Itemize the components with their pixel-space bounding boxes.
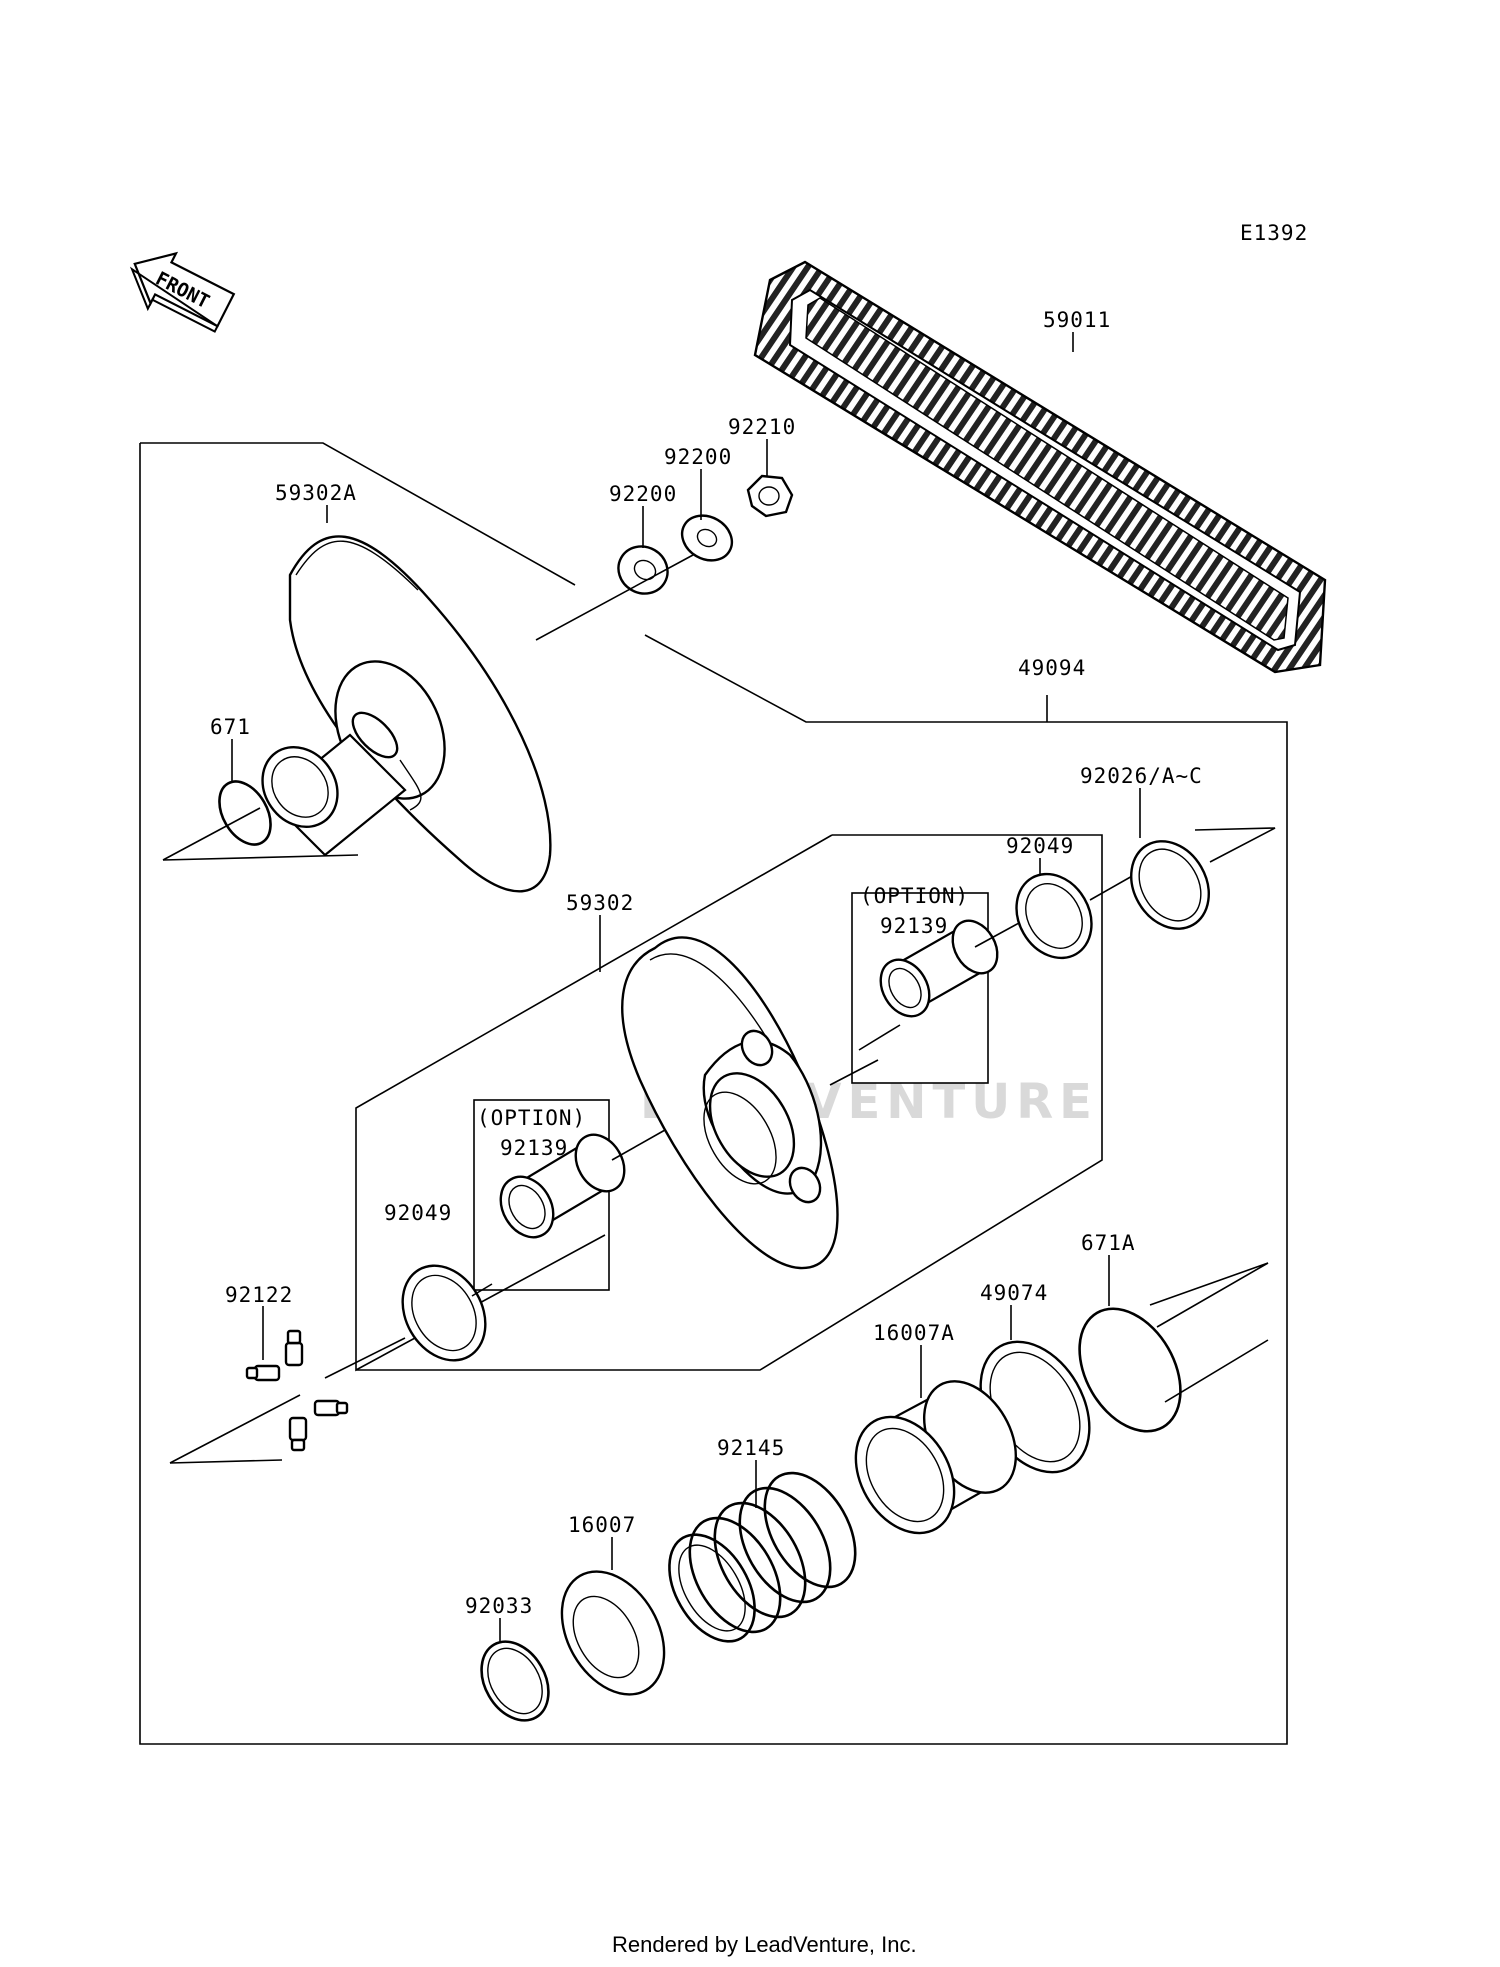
label-option-upper: (OPTION) <box>860 884 969 908</box>
footer-credit: Rendered by LeadVenture, Inc. <box>612 1932 917 1957</box>
label-16007a: 16007A <box>873 1321 955 1345</box>
nut-92210 <box>746 474 794 518</box>
label-59011: 59011 <box>1043 308 1111 332</box>
label-59302: 59302 <box>566 891 634 915</box>
cam-16007a <box>854 1380 1018 1535</box>
o-ring-671 <box>218 780 272 846</box>
diagram-code: E1392 <box>1240 221 1308 245</box>
circlip-92033 <box>480 1640 550 1722</box>
shim-92026 <box>1130 840 1210 930</box>
label-option-lower: (OPTION) <box>477 1106 586 1130</box>
label-92049-lower: 92049 <box>384 1201 452 1225</box>
label-92026: 92026/A~C <box>1080 764 1203 788</box>
label-671: 671 <box>210 715 251 739</box>
part-labels: 59011 92210 92200 92200 59302A 49094 671… <box>210 308 1203 1618</box>
label-59302a: 59302A <box>275 481 357 505</box>
label-16007: 16007 <box>568 1513 636 1537</box>
pins-92122 <box>245 1329 349 1452</box>
label-92200-lower: 92200 <box>609 482 677 506</box>
bushing-92139-lower <box>499 1133 626 1239</box>
movable-sheave-59302 <box>621 936 839 1270</box>
fixed-sheave-59302a <box>261 535 552 893</box>
sheave-outline-lower <box>356 834 1103 1371</box>
label-92122: 92122 <box>225 1283 293 1307</box>
assembly-outline-49094 <box>139 443 1288 1745</box>
seal-92049-lower <box>401 1264 487 1362</box>
label-92210: 92210 <box>728 415 796 439</box>
option-box-upper <box>851 892 989 1084</box>
seal-92049-upper <box>1015 872 1093 960</box>
label-92200-upper: 92200 <box>664 445 732 469</box>
label-92139-upper: 92139 <box>880 914 948 938</box>
bearing-16007 <box>560 1570 666 1696</box>
drive-belt <box>753 260 1327 674</box>
o-ring-671a <box>1078 1307 1182 1433</box>
label-92145: 92145 <box>717 1436 785 1460</box>
label-92049-upper: 92049 <box>1006 834 1074 858</box>
label-92033: 92033 <box>465 1594 533 1618</box>
label-671a: 671A <box>1081 1231 1136 1255</box>
leader-lines <box>231 332 1141 1642</box>
label-49094: 49094 <box>1018 656 1086 680</box>
assembly-bracket-left <box>140 442 576 586</box>
front-arrow-icon: FRONT <box>129 251 236 333</box>
washer-92200-upper <box>680 514 734 562</box>
washer-92200-lower <box>617 545 669 595</box>
option-box-lower <box>473 1099 610 1291</box>
bushing-92139-upper <box>879 919 999 1018</box>
label-49074: 49074 <box>980 1281 1048 1305</box>
label-92139-lower: 92139 <box>500 1136 568 1160</box>
spring-92145 <box>668 1471 857 1643</box>
